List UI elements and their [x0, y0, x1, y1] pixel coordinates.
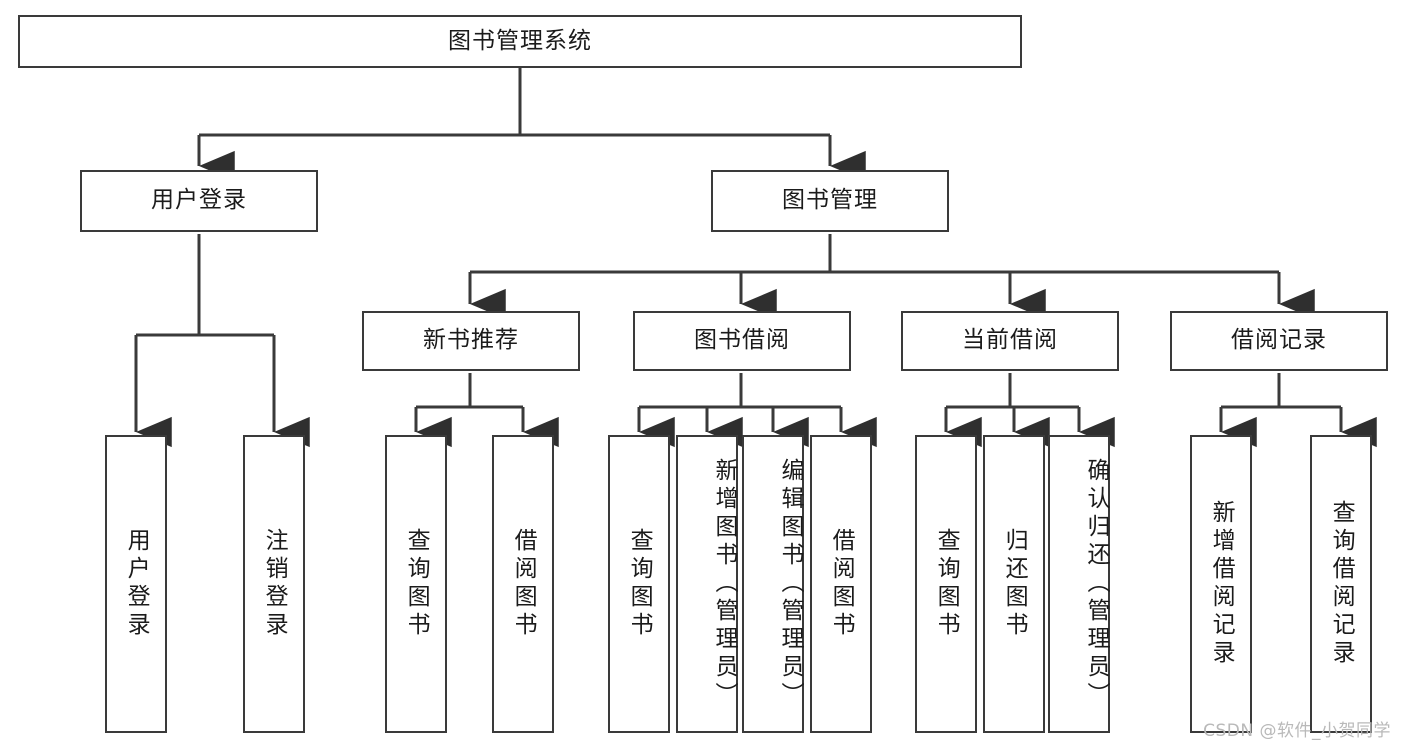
node-new-book-recommend[interactable]: 新书推荐	[362, 311, 580, 371]
node-root-system[interactable]: 图书管理系统	[18, 15, 1022, 68]
leaf-edit-book-admin[interactable]: 编辑图书（管理员）	[742, 435, 804, 733]
leaf-logout-login[interactable]: 注销登录	[243, 435, 305, 733]
leaf-query-book-borrow[interactable]: 查询图书	[608, 435, 670, 733]
leaf-confirm-return-admin[interactable]: 确认归还（管理员）	[1048, 435, 1110, 733]
node-borrow-record[interactable]: 借阅记录	[1170, 311, 1388, 371]
leaf-borrow-book-borrow[interactable]: 借阅图书	[810, 435, 872, 733]
leaf-add-borrow-record[interactable]: 新增借阅记录	[1190, 435, 1252, 733]
leaf-query-borrow-record[interactable]: 查询借阅记录	[1310, 435, 1372, 733]
node-user-login[interactable]: 用户登录	[80, 170, 318, 232]
leaf-user-login[interactable]: 用户登录	[105, 435, 167, 733]
watermark-credit: CSDN @软件_小贺同学	[1203, 721, 1391, 741]
node-current-borrow[interactable]: 当前借阅	[901, 311, 1119, 371]
leaf-add-book-admin[interactable]: 新增图书（管理员）	[676, 435, 738, 733]
node-book-manage[interactable]: 图书管理	[711, 170, 949, 232]
leaf-query-book-current[interactable]: 查询图书	[915, 435, 977, 733]
leaf-return-book[interactable]: 归还图书	[983, 435, 1045, 733]
leaf-query-book-recommend[interactable]: 查询图书	[385, 435, 447, 733]
node-book-borrow[interactable]: 图书借阅	[633, 311, 851, 371]
leaf-borrow-book-recommend[interactable]: 借阅图书	[492, 435, 554, 733]
